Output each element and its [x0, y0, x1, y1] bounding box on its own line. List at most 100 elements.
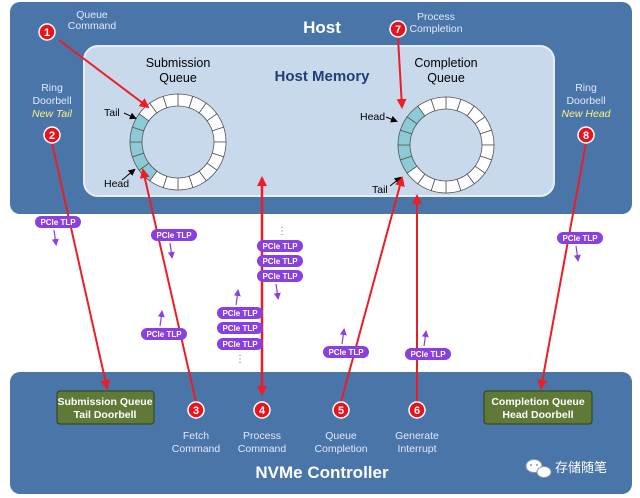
- step-5-label-0: Queue: [325, 430, 357, 442]
- pcie-tlp-packets: PCIe TLP PCIe TLP PCIe TLP PCIe TLP PCIe TLP…: [35, 216, 603, 360]
- step-6-badge: [408, 401, 426, 419]
- completion-queue-label-2: Queue: [427, 71, 465, 85]
- step-8-number: 8: [583, 130, 589, 142]
- pcie-tlp-pill-8: [141, 328, 187, 340]
- step-4-label-0: Process: [243, 430, 281, 442]
- pcie-tlp-arrow-1: [167, 242, 175, 259]
- step-1-label-1: Command: [68, 20, 117, 32]
- cq-tail-label: Tail: [372, 184, 388, 196]
- arrow-step-5: [340, 176, 405, 403]
- wechat-logo: [525, 459, 552, 478]
- sq-tail-doorbell: [56, 390, 155, 425]
- pcie-tlp-label-8: PCIe TLP: [146, 330, 182, 339]
- pcie-tlp-arrow-10: [421, 330, 429, 347]
- arrow-step-7: [396, 37, 407, 109]
- step-2-badge: [43, 126, 61, 144]
- submission-queue-label-1: Submission: [146, 56, 211, 70]
- pcie-tlp-arrow-0: [51, 229, 59, 246]
- cq-head-pointer: [385, 115, 398, 123]
- step-2-label-1: Doorbell: [32, 95, 71, 107]
- ellipsis-top: ⋮: [277, 226, 287, 237]
- step-3-number: 3: [193, 405, 199, 417]
- step-6-label-1: Interrupt: [397, 443, 436, 455]
- step-2-label-0: Ring: [41, 82, 63, 94]
- cq-head-doorbell: [483, 390, 593, 425]
- step-1-number: 1: [44, 27, 50, 39]
- step-5-badge: [332, 401, 350, 419]
- step-7-label-1: Completion: [409, 23, 462, 35]
- host-title: Host: [303, 18, 341, 37]
- completion-queue-label-1: Completion: [414, 56, 477, 70]
- step-7-badge: [389, 20, 407, 38]
- pcie-tlp-pill-5: [217, 307, 263, 319]
- step-8-label-0: Ring: [575, 82, 597, 94]
- pcie-tlp-label-0: PCIe TLP: [40, 218, 76, 227]
- pcie-tlp-label-7: PCIe TLP: [222, 340, 258, 349]
- sq-head-label: Head: [104, 178, 129, 190]
- completion-queue-ring: [397, 96, 495, 194]
- pcie-tlp-label-5: PCIe TLP: [222, 309, 258, 318]
- arrow-step-8: [537, 142, 587, 390]
- pcie-tlp-pill-2: [257, 240, 303, 252]
- cq-ring-slot-19: [430, 96, 447, 112]
- pcie-tlp-pill-7: [217, 338, 263, 350]
- step-5-label-1: Completion: [314, 443, 367, 455]
- ellipsis-mid: ⋮: [235, 354, 245, 365]
- step-8-label-2: New Head: [561, 108, 611, 120]
- pcie-tlp-arrow-5: [233, 289, 241, 306]
- sq-tail-label: Tail: [104, 107, 120, 119]
- pcie-tlp-pill-4: [257, 270, 303, 282]
- pcie-tlp-pill-6: [217, 322, 263, 334]
- pcie-tlp-label-11: PCIe TLP: [562, 234, 598, 243]
- pcie-tlp-label-9: PCIe TLP: [328, 348, 364, 357]
- submission-queue-label-2: Queue: [159, 71, 197, 85]
- pcie-tlp-pill-9: [323, 346, 369, 358]
- pcie-tlp-pill-0: [35, 216, 81, 228]
- host-memory-panel: [83, 45, 555, 197]
- pcie-tlp-arrow-9: [339, 328, 347, 345]
- sq-doorbell-line-1: Submission Queue: [57, 396, 152, 408]
- pcie-tlp-label-3: PCIe TLP: [262, 257, 298, 266]
- step-7-number: 7: [395, 24, 401, 36]
- watermark-text: 存储随笔: [555, 460, 607, 475]
- arrow-step-1: [58, 39, 150, 109]
- step-7-label-0: Process: [417, 11, 455, 23]
- pcie-tlp-pill-1: [151, 229, 197, 241]
- pcie-tlp-label-4: PCIe TLP: [262, 272, 298, 281]
- pcie-tlp-arrow-11: [573, 245, 581, 262]
- step-2-number: 2: [49, 130, 55, 142]
- host-memory-title: Host Memory: [274, 68, 370, 85]
- step-2-label-2: New Tail: [32, 108, 73, 120]
- pcie-tlp-label-1: PCIe TLP: [156, 231, 192, 240]
- step-3-label-0: Fetch: [183, 430, 209, 442]
- step-1-badge: [38, 23, 56, 41]
- cq-head-label: Head: [360, 111, 385, 123]
- step-3-label-1: Command: [172, 443, 221, 455]
- step-8-label-1: Doorbell: [566, 95, 605, 107]
- controller-panel: [10, 372, 632, 494]
- cq-doorbell-line-2: Head Doorbell: [502, 409, 573, 421]
- pcie-tlp-pill-11: [557, 232, 603, 244]
- pcie-tlp-label-10: PCIe TLP: [410, 350, 446, 359]
- sq-head-pointer: [121, 168, 136, 181]
- pcie-tlp-pill-10: [405, 348, 451, 360]
- step-6-number: 6: [414, 405, 420, 417]
- step-5-number: 5: [338, 405, 344, 417]
- pcie-tlp-arrow-8: [157, 310, 165, 327]
- cq-doorbell-line-1: Completion Queue: [491, 396, 584, 408]
- step-4-number: 4: [259, 405, 266, 417]
- step-1-label-0: Queue: [76, 9, 108, 21]
- sq-ring-slot-19: [162, 93, 179, 109]
- pcie-tlp-label-6: PCIe TLP: [222, 324, 258, 333]
- arrow-step-3: [139, 168, 197, 403]
- sq-doorbell-line-2: Tail Doorbell: [74, 409, 137, 421]
- pcie-tlp-label-2: PCIe TLP: [262, 242, 298, 251]
- step-6-label-0: Generate: [395, 430, 439, 442]
- arrow-step-2: [51, 142, 111, 390]
- step-4-badge: [253, 401, 271, 419]
- step-3-badge: [187, 401, 205, 419]
- step-8-badge: [577, 126, 595, 144]
